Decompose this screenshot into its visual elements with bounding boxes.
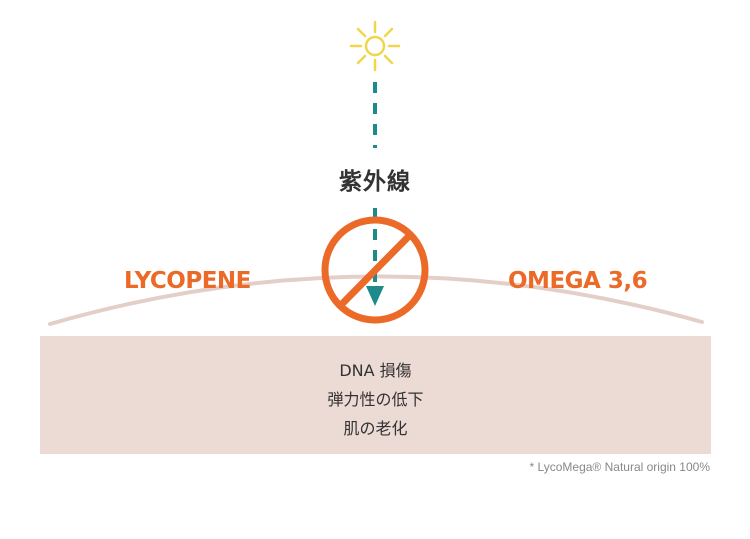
damage-item-aging: 肌の老化 — [343, 419, 408, 438]
damage-item-dna: DNA 損傷 — [339, 361, 412, 380]
damage-item-elasticity: 弾力性の低下 — [327, 390, 424, 409]
damage-list: DNA 損傷 弾力性の低下 肌の老化 — [40, 356, 711, 443]
skin-layer — [40, 336, 711, 454]
uv-label: 紫外線 — [339, 169, 411, 195]
ingredient-right-label: OMEGA 3,6 — [508, 268, 648, 294]
prohibited-icon — [321, 216, 429, 324]
sun-icon — [349, 20, 401, 72]
arrow-down-icon — [366, 286, 384, 306]
ingredient-left-label: LYCOPENE — [124, 268, 251, 294]
footnote: * LycoMega® Natural origin 100% — [529, 460, 711, 474]
